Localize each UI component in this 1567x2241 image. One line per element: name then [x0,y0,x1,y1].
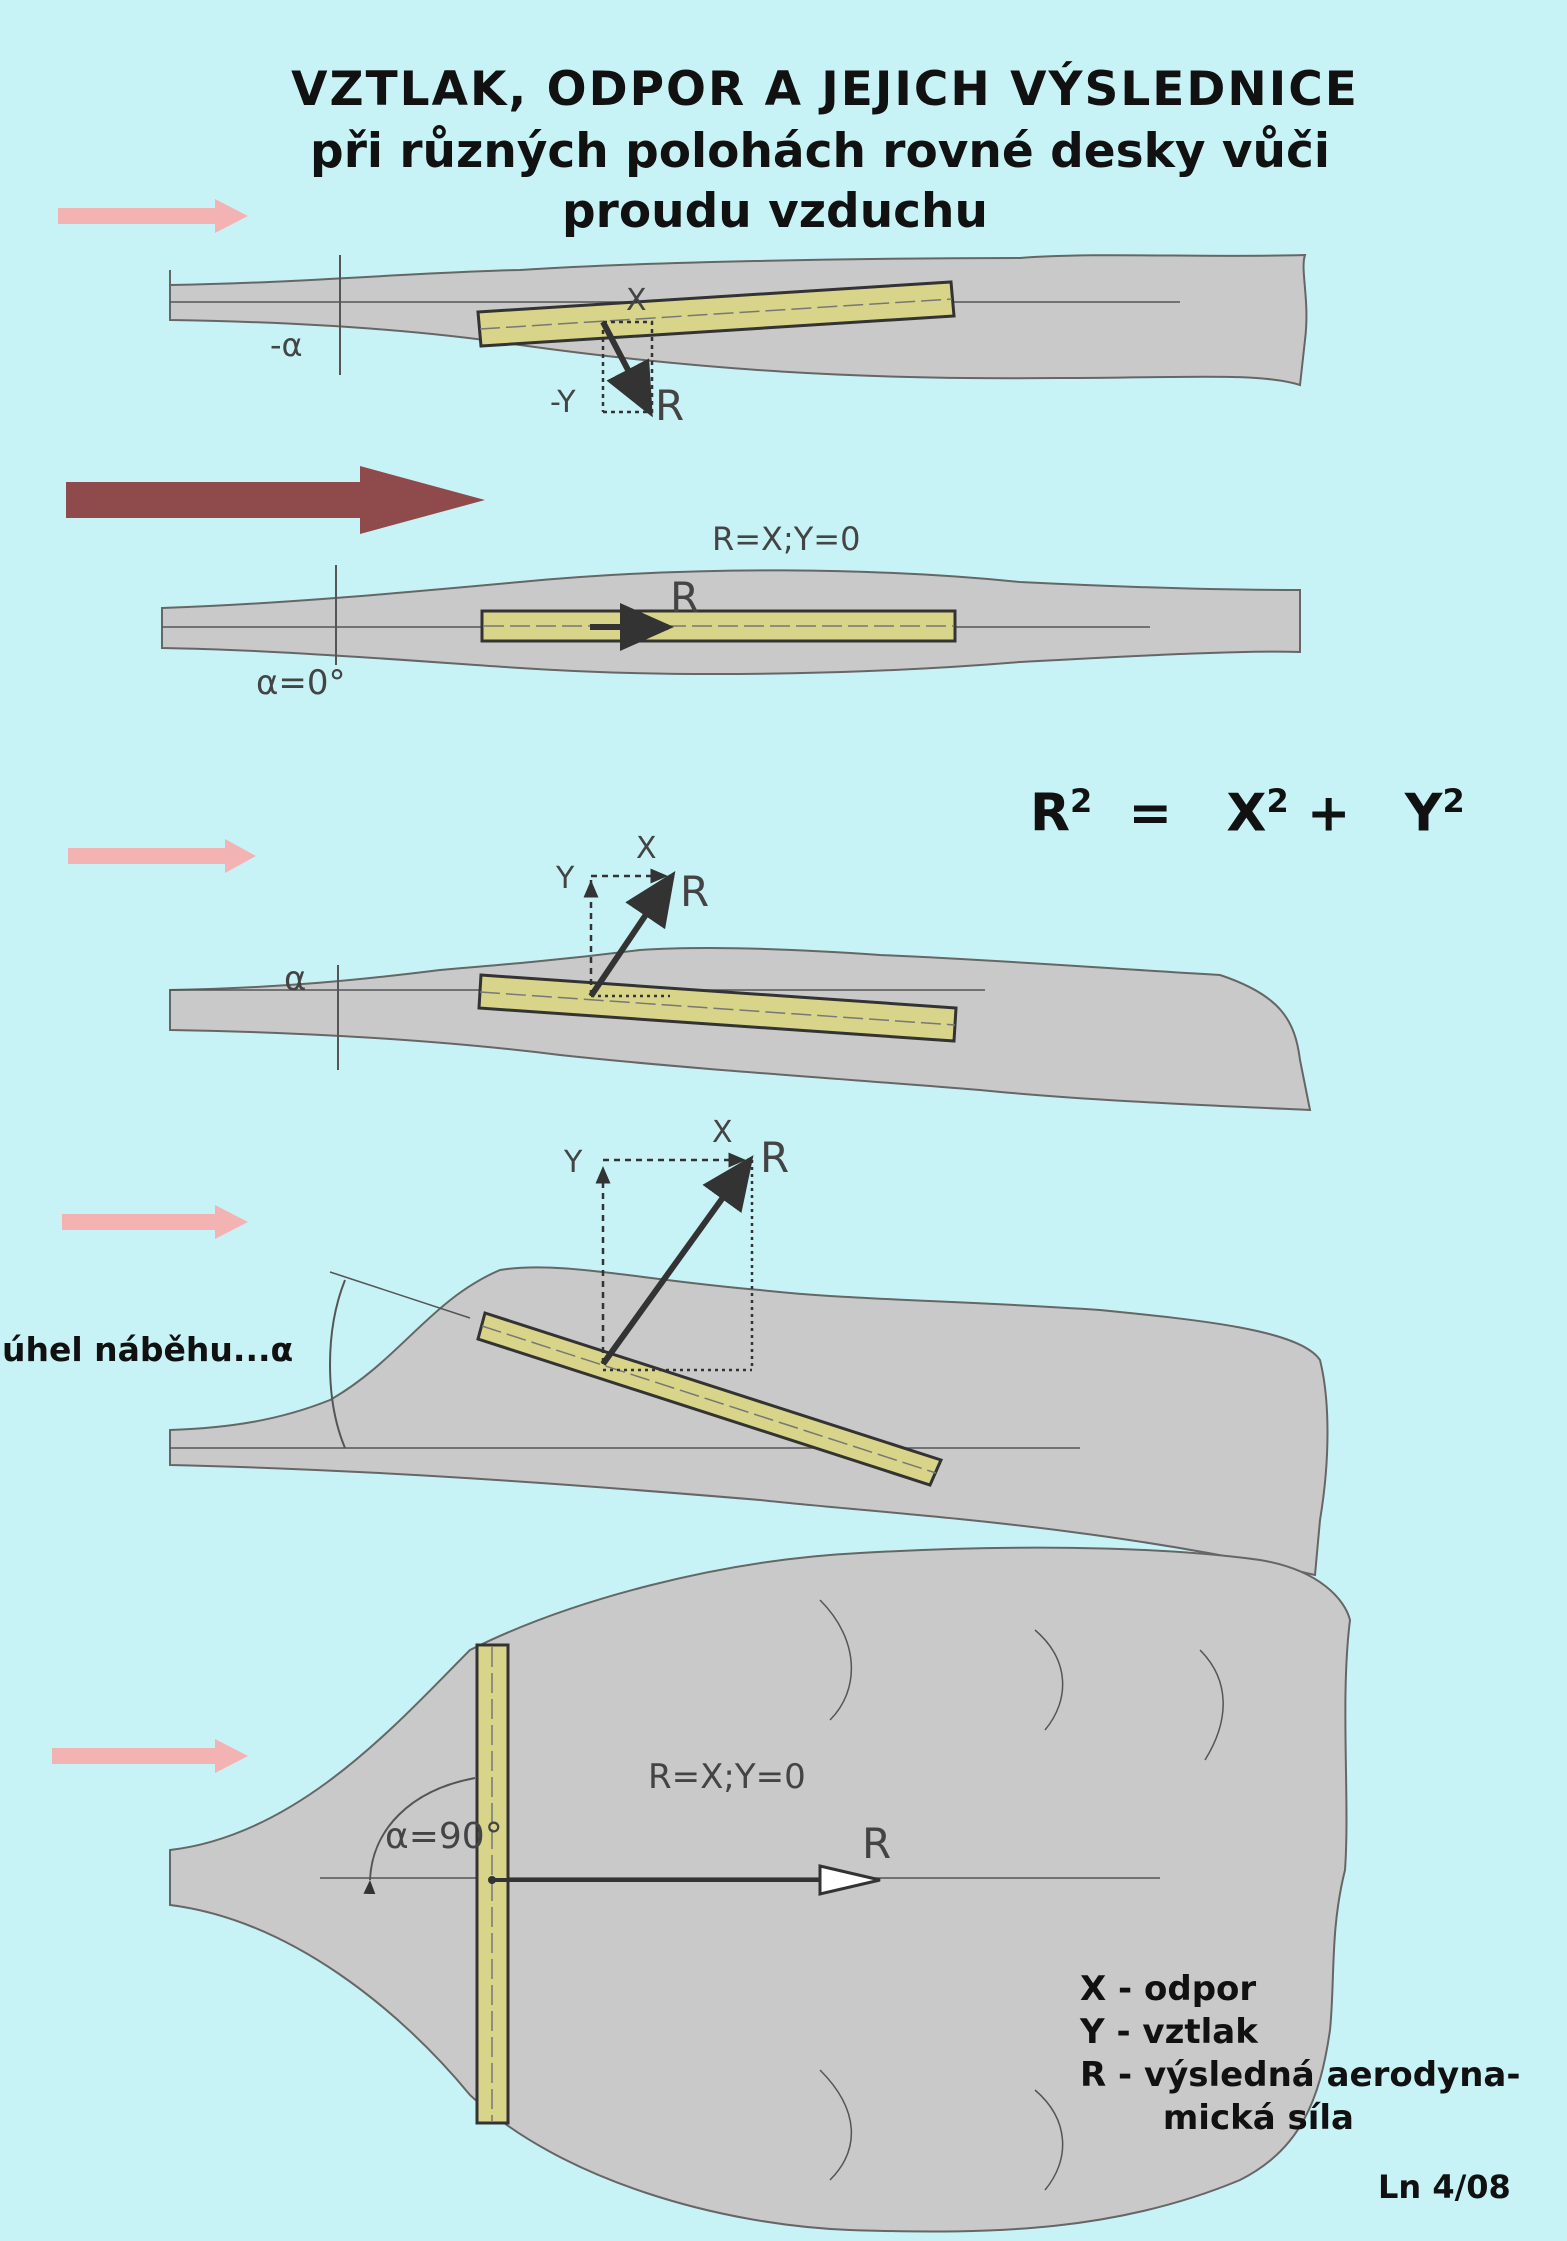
flow-arrow-1 [58,199,248,233]
x-label-1: X [626,283,647,318]
x-label-3: X [636,831,657,866]
y-label-3: Y [555,861,575,896]
formula-exp-r: 2 [1070,782,1093,820]
r-label-3: R [680,867,709,916]
page-number: Ln 4/08 [1378,2168,1511,2206]
r-label-1: R [655,381,684,430]
wake-3 [169,946,1312,1112]
caption-5: R=X;Y=0 [648,1757,806,1797]
title-line-2: při různých polohách rovné desky vůči [310,124,1330,179]
angle-label-5: α=90° [385,1816,503,1857]
formula-exp-y: 2 [1442,782,1465,820]
x-label-4: X [712,1115,733,1150]
diagram-90-angle: R=X;Y=0 α=90° R [169,1546,1352,2233]
formula-plus: + [1306,783,1351,844]
legend: X - odpor Y - vztlak R - výsledná aerody… [1080,1968,1520,2140]
diagram-small-angle: α X Y R [169,831,1312,1112]
title-line-3: proudu vzduchu [562,184,988,239]
formula: R2 = X2 + Y2 [1030,782,1465,843]
flow-arrow-main [66,466,485,534]
legend-line-3: R - výsledná aerodyna- [1080,2055,1521,2095]
r-vector-4 [600,1155,754,1366]
diagram-negative-angle: -α X -Y R [169,253,1308,430]
formula-y: Y [1404,783,1443,844]
r-label-5: R [862,1819,891,1868]
flow-arrow-4 [62,1205,248,1239]
legend-line-1: X - odpor [1080,1969,1257,2009]
formula-r: R [1030,783,1071,844]
diagram-large-angle: X Y R [169,1115,1329,1577]
legend-line-2: Y - vztlak [1080,2012,1258,2052]
formula-exp-x: 2 [1266,782,1289,820]
angle-label-3: α [284,959,306,999]
diagram-zero-angle: R=X;Y=0 α=0° R [161,520,1301,703]
title-line-1: VZTLAK, ODPOR A JEJICH VÝSLEDNICE [291,62,1359,117]
wake-5 [169,1546,1352,2233]
angle-label-2: α=0° [256,663,346,703]
flow-arrow-5 [52,1739,248,1773]
r-label-2: R [670,573,699,622]
angle-label-1: -α [270,326,303,364]
formula-eq: = [1128,783,1173,844]
angle-of-attack-label: úhel náběhu...α [2,1330,294,1369]
r-vector-3 [588,871,676,998]
r-label-4: R [760,1133,789,1182]
flow-arrow-3 [68,839,256,873]
r-vector-1 [600,320,653,418]
legend-line-4: mická síla [1080,2098,1354,2138]
y-label-4: Y [563,1145,583,1180]
y-label-1: -Y [550,385,576,420]
formula-x: X [1226,783,1267,844]
caption-2: R=X;Y=0 [712,520,860,558]
